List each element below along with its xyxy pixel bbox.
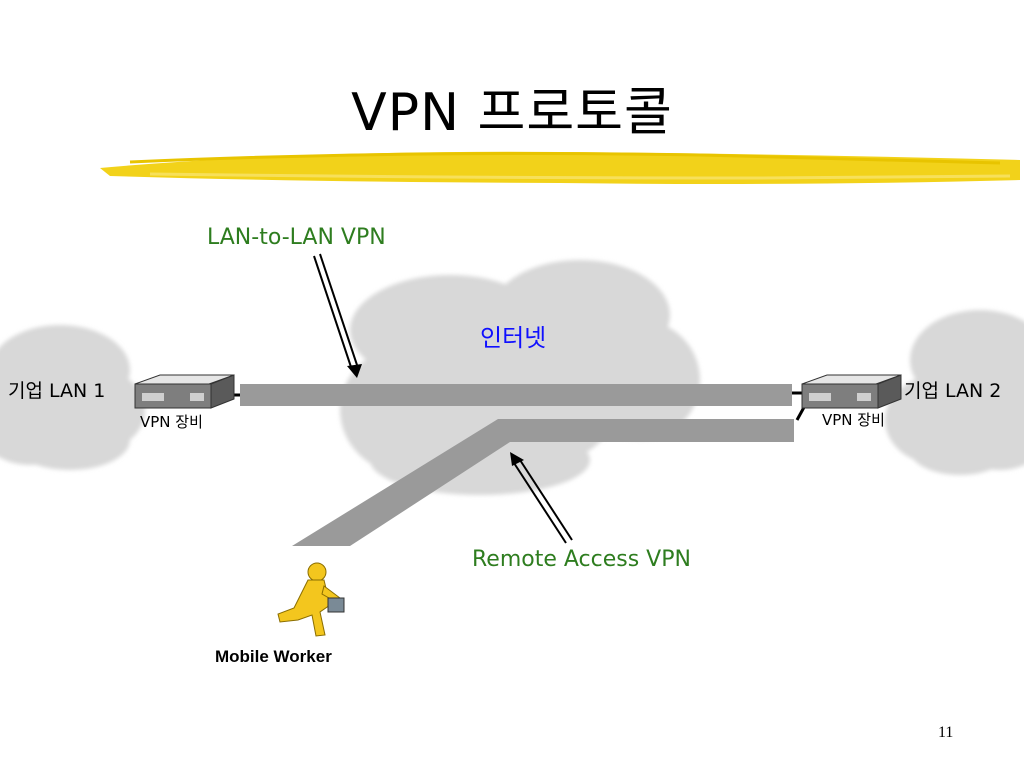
cloud-icon-right [885, 310, 1024, 475]
title-underline [100, 151, 1020, 184]
lan1-label: 기업 LAN 1 [8, 380, 106, 402]
vpn-device-icon-left [134, 374, 235, 409]
lan-to-lan-tunnel [240, 384, 792, 406]
lan-to-lan-label: LAN-to-LAN VPN [207, 225, 386, 250]
cloud-icon-left [0, 325, 145, 470]
remote-access-tunnel [292, 419, 794, 546]
mobile-worker-label: Mobile Worker [215, 647, 332, 666]
vpn-device-icon-right [801, 374, 902, 409]
arrow-icon-remote-access [510, 452, 573, 544]
vpn-device-left-label: VPN 장비 [140, 413, 203, 431]
remote-access-label: Remote Access VPN [472, 547, 691, 572]
internet-label: 인터넷 [480, 324, 547, 352]
vpn-device-right-label: VPN 장비 [822, 411, 885, 429]
cloud-icon-center [340, 260, 700, 495]
page-number: 11 [938, 724, 954, 741]
arrow-icon-lan-to-lan [313, 253, 362, 378]
mobile-worker-icon [277, 562, 345, 637]
page-title: VPN 프로토콜 [351, 83, 673, 143]
lan2-label: 기업 LAN 2 [904, 380, 1002, 402]
